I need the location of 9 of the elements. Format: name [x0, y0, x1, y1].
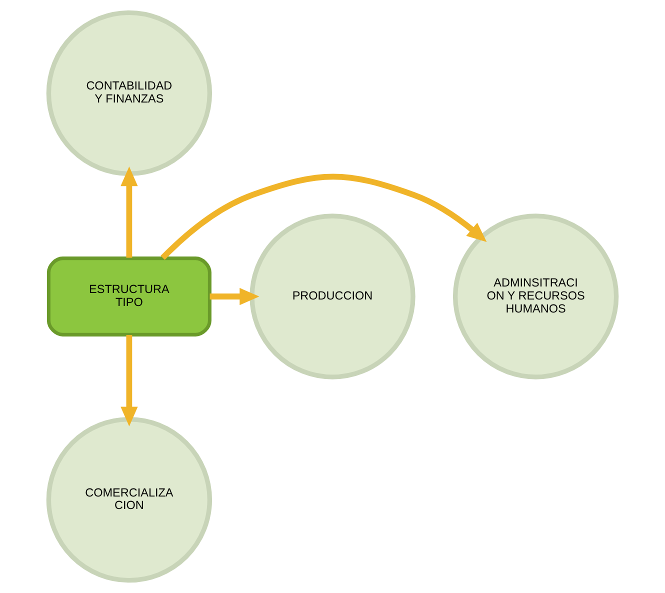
node-circle: COMERCIALIZA CION	[46, 416, 212, 583]
node-circle: ADMINSITRACI ON Y RECURSOS HUMANOS	[452, 214, 619, 380]
arrow	[120, 166, 138, 258]
arrow	[210, 288, 260, 306]
arrow	[120, 335, 138, 426]
node-circle: CONTABILIDAD Y FINANZAS	[46, 10, 212, 176]
node-circle: PRODUCCION	[250, 214, 416, 380]
node-box: ESTRUCTURA TIPO	[46, 256, 212, 336]
arrow	[160, 174, 487, 260]
